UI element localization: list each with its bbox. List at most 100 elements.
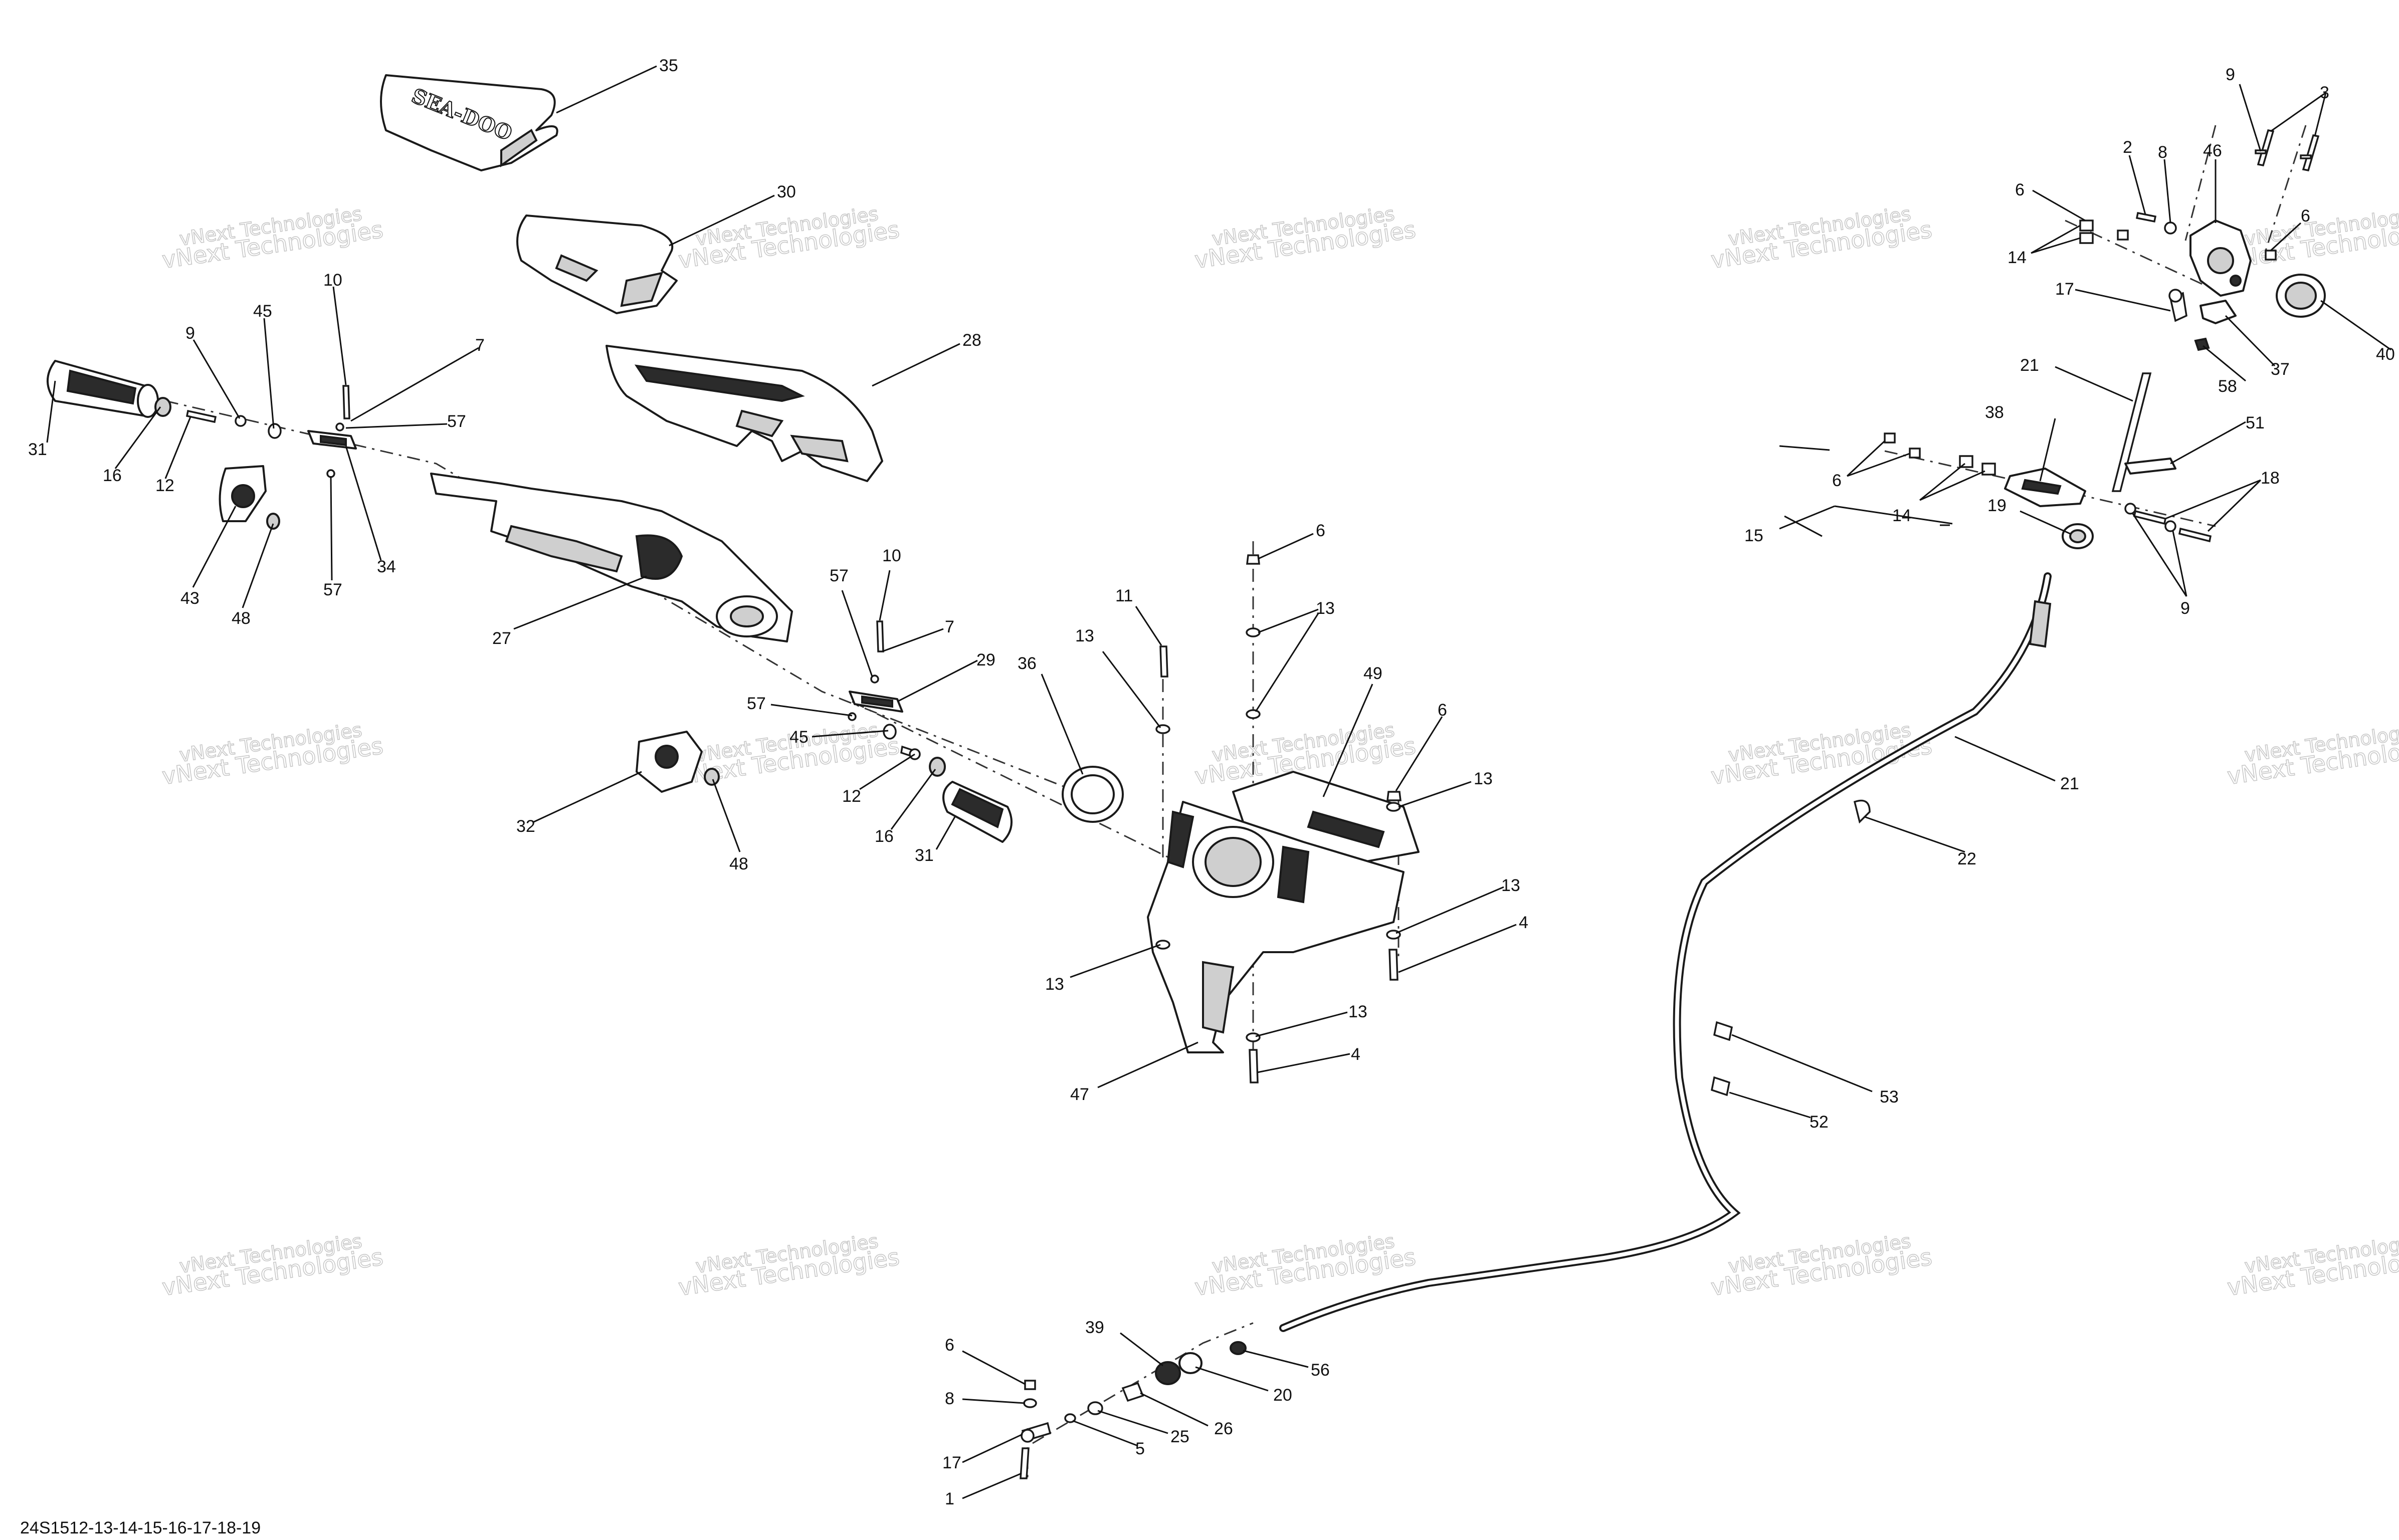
part-6-nuts (1246, 554, 1402, 801)
part-25-spacer (1087, 1401, 1103, 1415)
part-11-long-screw (1159, 645, 1168, 678)
part-14-spacers-top (2079, 219, 2094, 244)
part-2-pin (2135, 211, 2157, 223)
part-57-left-nuts (326, 422, 344, 478)
callout-35: 35 (659, 56, 678, 75)
part-13-washers (1155, 627, 1401, 1042)
callout-25: 25 (1170, 1427, 1189, 1446)
callout-36: 36 (1018, 654, 1037, 673)
callout-34: 34 (377, 557, 396, 576)
callout-14: 14 (2008, 248, 2027, 267)
callout-19: 19 (1987, 496, 2007, 515)
callout-9: 9 (185, 324, 195, 343)
part-29-right-switch (849, 691, 903, 713)
part-48-left-button (266, 513, 280, 530)
callout-31: 31 (915, 846, 934, 865)
callout-13: 13 (1045, 975, 1064, 994)
part-39-adjuster-nut (1155, 1361, 1181, 1385)
callout-48: 48 (232, 609, 251, 628)
part-3-pins (2257, 129, 2320, 172)
callout-6: 6 (945, 1336, 954, 1355)
part-45-right-washer (883, 724, 897, 740)
callout-14: 14 (1892, 506, 1911, 525)
callout-53: 53 (1880, 1087, 1899, 1107)
part-30-middle-cover (516, 214, 678, 314)
callout-32: 32 (516, 817, 535, 836)
part-21-throttle-cable (1279, 572, 2052, 1332)
part-51-guide (2124, 458, 2176, 475)
part-4-bolts (1249, 949, 1398, 1083)
callout-4: 4 (1519, 913, 1528, 932)
part-9-left-clip (235, 415, 247, 427)
callout-27: 27 (492, 629, 511, 648)
part-21-rod (2111, 372, 2152, 492)
part-31-right-grip (942, 781, 1013, 843)
callout-46: 46 (2203, 141, 2222, 160)
callout-17: 17 (942, 1453, 961, 1472)
part-28-lower-cover (606, 345, 883, 482)
part-10-left-screw (342, 385, 350, 419)
callout-40: 40 (2376, 345, 2395, 364)
part-56-grommet (1230, 1341, 1247, 1355)
part-48-right-button (704, 768, 720, 786)
callout-2: 2 (2123, 138, 2132, 157)
callout-6: 6 (1438, 701, 1447, 720)
callout-57: 57 (747, 694, 766, 713)
callout-10: 10 (323, 271, 342, 290)
callout-17: 17 (2055, 280, 2074, 299)
part-45-left-washer (268, 423, 282, 439)
part-18-pins (2133, 510, 2212, 543)
callout-57: 57 (830, 566, 849, 585)
callout-43: 43 (180, 589, 199, 608)
part-36-boot-ring (1062, 766, 1124, 823)
part-53-cable-clamp (1713, 1021, 1733, 1041)
callout-45: 45 (253, 302, 272, 321)
callout-38: 38 (1985, 403, 2004, 422)
callout-48: 48 (729, 854, 748, 873)
callout-7: 7 (945, 617, 954, 636)
part-32-right-housing (636, 731, 703, 793)
callout-12: 12 (155, 476, 174, 495)
callout-6: 6 (1316, 521, 1325, 540)
part-57-right-nuts (848, 675, 879, 721)
callout-13: 13 (1316, 599, 1335, 618)
part-22-clip (1853, 799, 1871, 824)
callout-16: 16 (875, 827, 894, 846)
callout-57: 57 (323, 580, 342, 599)
part-31-left-grip (47, 360, 159, 418)
part-20-bushing (1178, 1352, 1203, 1374)
part-17-rod-end-bottom (1021, 1422, 1052, 1443)
leader-lines (46, 65, 2391, 1499)
callout-7: 7 (475, 336, 485, 355)
callout-6: 6 (2015, 180, 2025, 199)
callout-26: 26 (1214, 1419, 1233, 1438)
part-27-steering-stem (430, 473, 793, 642)
callout-labels: 35 30 28 10 7 9 45 57 31 16 12 57 34 43 … (28, 56, 2395, 1508)
callout-1: 1 (945, 1489, 954, 1508)
part-43-left-housing (219, 465, 267, 522)
callout-13: 13 (1501, 876, 1520, 895)
part-1-bolt (1020, 1447, 1030, 1479)
callout-56: 56 (1311, 1361, 1330, 1380)
callout-18: 18 (2261, 469, 2280, 488)
callout-31: 31 (28, 440, 47, 459)
part-10-right-screw (876, 620, 884, 652)
part-8-washer-bottom (1023, 1398, 1037, 1408)
callout-6: 6 (1832, 471, 1842, 490)
part-17-rod-end-top (2168, 289, 2187, 322)
callout-16: 16 (103, 466, 122, 485)
part-9-clips-top (2255, 149, 2312, 159)
callout-29: 29 (976, 650, 995, 670)
part-5-washer (1064, 1413, 1076, 1423)
part-46-lever-bracket (2189, 219, 2252, 297)
callout-9: 9 (2226, 65, 2235, 84)
callout-10: 10 (882, 546, 901, 565)
